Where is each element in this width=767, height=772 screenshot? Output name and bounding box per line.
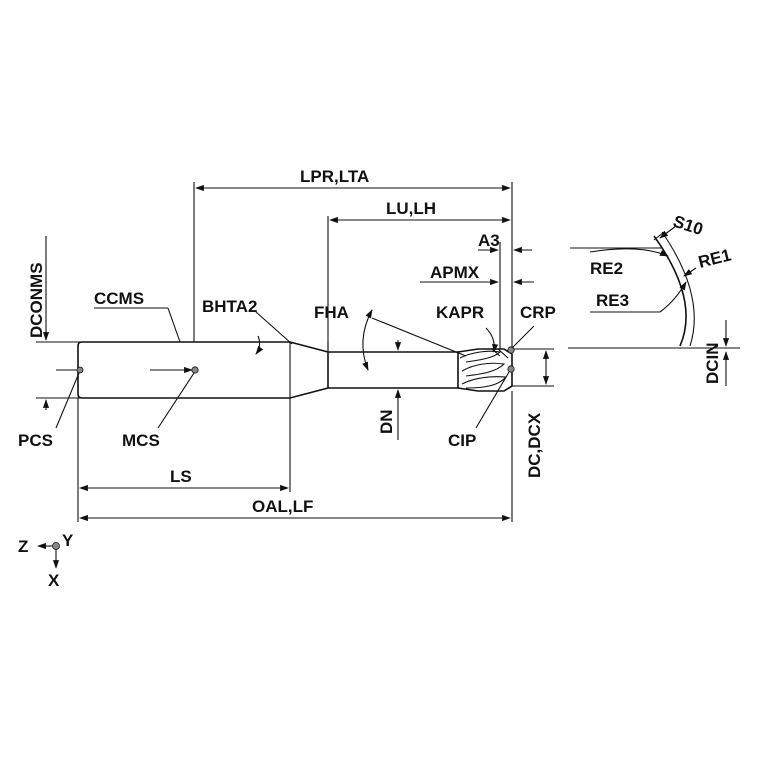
shank-outline — [77, 341, 329, 399]
label-axis-y: Y — [62, 531, 74, 550]
radius-detail — [570, 225, 697, 347]
label-lpr-lta: LPR,LTA — [300, 167, 369, 186]
cip-marker — [507, 365, 515, 373]
pcs-marker — [76, 366, 84, 374]
reference-points — [56, 346, 515, 374]
fha-leader — [371, 317, 467, 357]
label-fha: FHA — [314, 303, 349, 322]
label-crp: CRP — [520, 303, 556, 322]
re1-leader — [683, 267, 697, 277]
mcs-leader — [157, 372, 195, 429]
crp-marker — [507, 346, 515, 354]
bhta2-leader — [255, 311, 293, 345]
label-kapr: KAPR — [436, 303, 484, 322]
label-bhta2: BHTA2 — [202, 297, 257, 316]
label-re3: RE3 — [596, 291, 629, 310]
label-ccms: CCMS — [94, 289, 144, 308]
label-apmx: APMX — [430, 263, 480, 282]
label-mcs: MCS — [122, 431, 160, 450]
mcs-marker — [191, 366, 199, 374]
fha-angle-arc — [362, 309, 373, 371]
label-a3: A3 — [478, 231, 500, 250]
label-s10: S10 — [671, 212, 706, 239]
label-cip: CIP — [448, 431, 476, 450]
label-axis-z: Z — [18, 537, 28, 556]
ccms-leader — [167, 307, 181, 343]
tool-outline — [77, 341, 513, 399]
detail-profile-curve — [653, 235, 687, 347]
label-dn: DN — [377, 409, 396, 434]
s10-leader — [659, 225, 677, 239]
crp-leader — [511, 325, 535, 349]
re2-leader — [589, 248, 669, 257]
label-dc-dcx: DC,DCX — [525, 412, 544, 478]
label-axis-x: X — [48, 571, 60, 590]
neck-outline — [328, 351, 459, 389]
pcs-leader — [55, 372, 80, 429]
label-re1: RE1 — [696, 245, 733, 271]
label-dcin: DCIN — [703, 342, 722, 384]
label-ls: LS — [170, 467, 192, 486]
kapr-arc — [485, 327, 499, 353]
extension-lines — [36, 182, 554, 522]
label-dconms: DCONMS — [27, 262, 46, 338]
label-pcs: PCS — [18, 431, 53, 450]
dimension-labels: LPR,LTA LU,LH A3 APMX S10 RE2 RE1 RE3 DC… — [18, 167, 733, 590]
label-lu-lh: LU,LH — [386, 199, 436, 218]
dimension-lines — [42, 184, 740, 522]
axes-origin-marker — [52, 542, 60, 550]
label-re2: RE2 — [590, 259, 623, 278]
coordinate-axes — [37, 542, 60, 569]
label-oal-lf: OAL,LF — [252, 497, 313, 516]
cip-leader — [475, 371, 510, 429]
cutting-head — [457, 348, 513, 392]
